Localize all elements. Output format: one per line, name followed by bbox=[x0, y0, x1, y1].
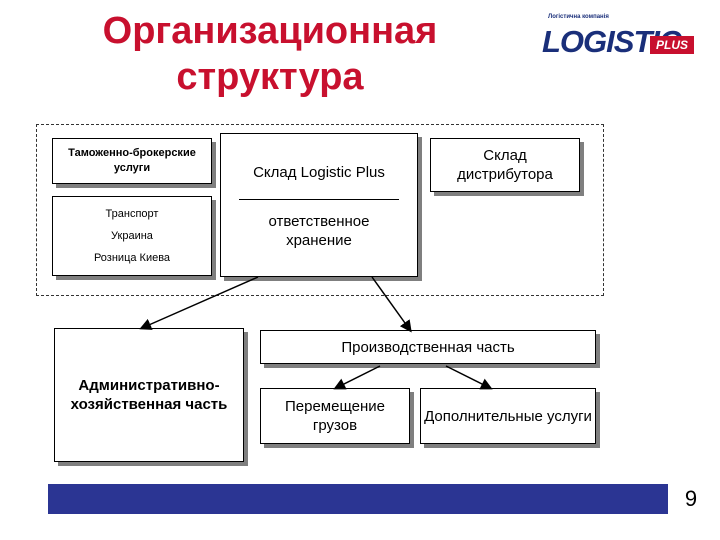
logo-tagline: Логістична компанія bbox=[548, 14, 609, 20]
extra-services-box: Дополнительные услуги bbox=[420, 388, 596, 444]
retail-kiev-label: Розница Киева bbox=[93, 252, 171, 264]
title-line-1: Организационная bbox=[102, 10, 438, 52]
page-title: Организационная структура bbox=[70, 8, 470, 100]
cargo-moving-label: Перемещение грузов bbox=[285, 398, 385, 434]
transport-box: Транспорт Украина Розница Киева bbox=[52, 196, 212, 276]
warehouse-label: Склад Logistic Plus bbox=[253, 164, 385, 181]
storage-label: ответственное хранение bbox=[268, 213, 370, 249]
logo-plus-badge: PLUS bbox=[650, 36, 695, 54]
distributor-warehouse-box: Склад дистрибутора bbox=[430, 138, 580, 192]
arrow-to-extra bbox=[445, 365, 493, 390]
ukraine-label: Украина bbox=[111, 230, 153, 242]
arrow-to-cargo bbox=[333, 365, 381, 390]
arrow-to-production bbox=[371, 276, 412, 333]
customs-box: Таможенно-брокерские услуги bbox=[52, 138, 212, 184]
dashed-group-frame bbox=[36, 124, 604, 296]
production-label: Производственная часть bbox=[341, 338, 515, 356]
production-box: Производственная часть bbox=[260, 330, 596, 364]
admin-label: Административно-хозяйственная часть bbox=[70, 377, 228, 413]
arrow-to-admin bbox=[139, 276, 259, 330]
footer-bar bbox=[48, 484, 668, 514]
title-line-2: структура bbox=[176, 56, 364, 98]
cargo-moving-box: Перемещение грузов bbox=[260, 388, 410, 444]
company-logo: Логістична компанія LOGISTIC PLUS bbox=[540, 14, 700, 64]
admin-box: Административно-хозяйственная часть bbox=[54, 328, 244, 462]
warehouse-divider bbox=[239, 199, 399, 200]
page-number: 9 bbox=[684, 486, 698, 511]
distributor-warehouse-label: Склад дистрибутора bbox=[457, 147, 553, 183]
customs-label: Таможенно-брокерские услуги bbox=[68, 147, 196, 174]
extra-services-label: Дополнительные услуги bbox=[424, 407, 592, 425]
transport-label: Транспорт bbox=[105, 208, 159, 220]
warehouse-box: Склад Logistic Plus ответственное хранен… bbox=[220, 133, 418, 277]
